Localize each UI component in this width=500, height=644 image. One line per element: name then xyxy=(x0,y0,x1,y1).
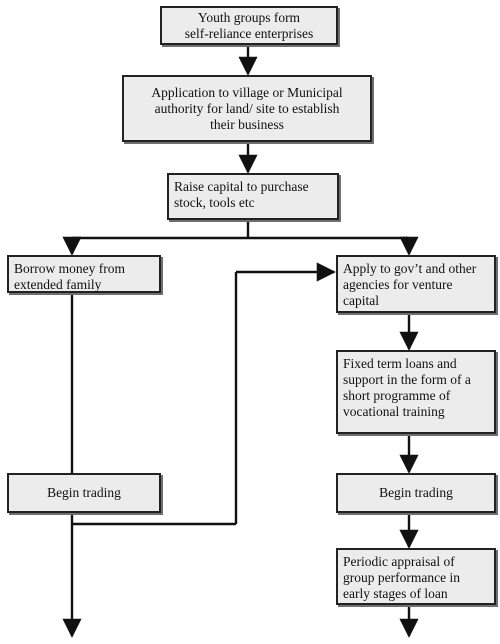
begin-trading-right-label: Begin trading xyxy=(379,485,453,500)
begin-trading-right-box: Begin trading xyxy=(336,473,496,513)
application-box: Application to village or Municipal auth… xyxy=(122,75,372,142)
application-line-2: authority for land/ site to establish xyxy=(154,100,340,116)
borrow-money-box: Borrow money from extended family xyxy=(7,255,161,293)
raise-capital-line-1: Raise capital to purchase xyxy=(174,179,309,194)
raise-capital-box: Raise capital to purchase stock, tools e… xyxy=(167,173,339,220)
fixed-term-line-1: Fixed term loans and xyxy=(343,356,457,371)
youth-groups-line-1: Youth groups form xyxy=(197,9,301,25)
fixed-term-line-4: vocational training xyxy=(343,404,445,419)
apply-gov-line-3: capital xyxy=(343,293,379,308)
periodic-appraisal-line-1: Periodic appraisal of xyxy=(343,554,455,569)
fixed-term-box: Fixed term loans and support in the form… xyxy=(336,350,496,434)
application-line-3: their business xyxy=(210,116,284,132)
borrow-money-line-2: extended family xyxy=(14,277,102,292)
youth-groups-box: Youth groups form self-reliance enterpri… xyxy=(160,6,338,45)
apply-gov-box: Apply to gov’t and other agencies for ve… xyxy=(336,255,496,313)
youth-groups-line-2: self-reliance enterprises xyxy=(184,25,314,41)
begin-trading-left-label: Begin trading xyxy=(47,485,121,500)
application-line-1: Application to village or Municipal xyxy=(151,84,343,100)
begin-trading-left-box: Begin trading xyxy=(7,473,161,513)
apply-gov-line-1: Apply to gov’t and other xyxy=(343,261,477,276)
apply-gov-line-2: agencies for venture xyxy=(343,277,453,292)
periodic-appraisal-line-3: early stages of loan xyxy=(343,586,448,601)
borrow-money-line-1: Borrow money from xyxy=(14,261,125,276)
fixed-term-line-2: support in the form of a xyxy=(343,372,471,387)
periodic-appraisal-line-2: group performance in xyxy=(343,570,460,585)
periodic-appraisal-box: Periodic appraisal of group performance … xyxy=(336,548,496,605)
fixed-term-line-3: short programme of xyxy=(343,388,451,403)
raise-capital-line-2: stock, tools etc xyxy=(174,195,255,210)
